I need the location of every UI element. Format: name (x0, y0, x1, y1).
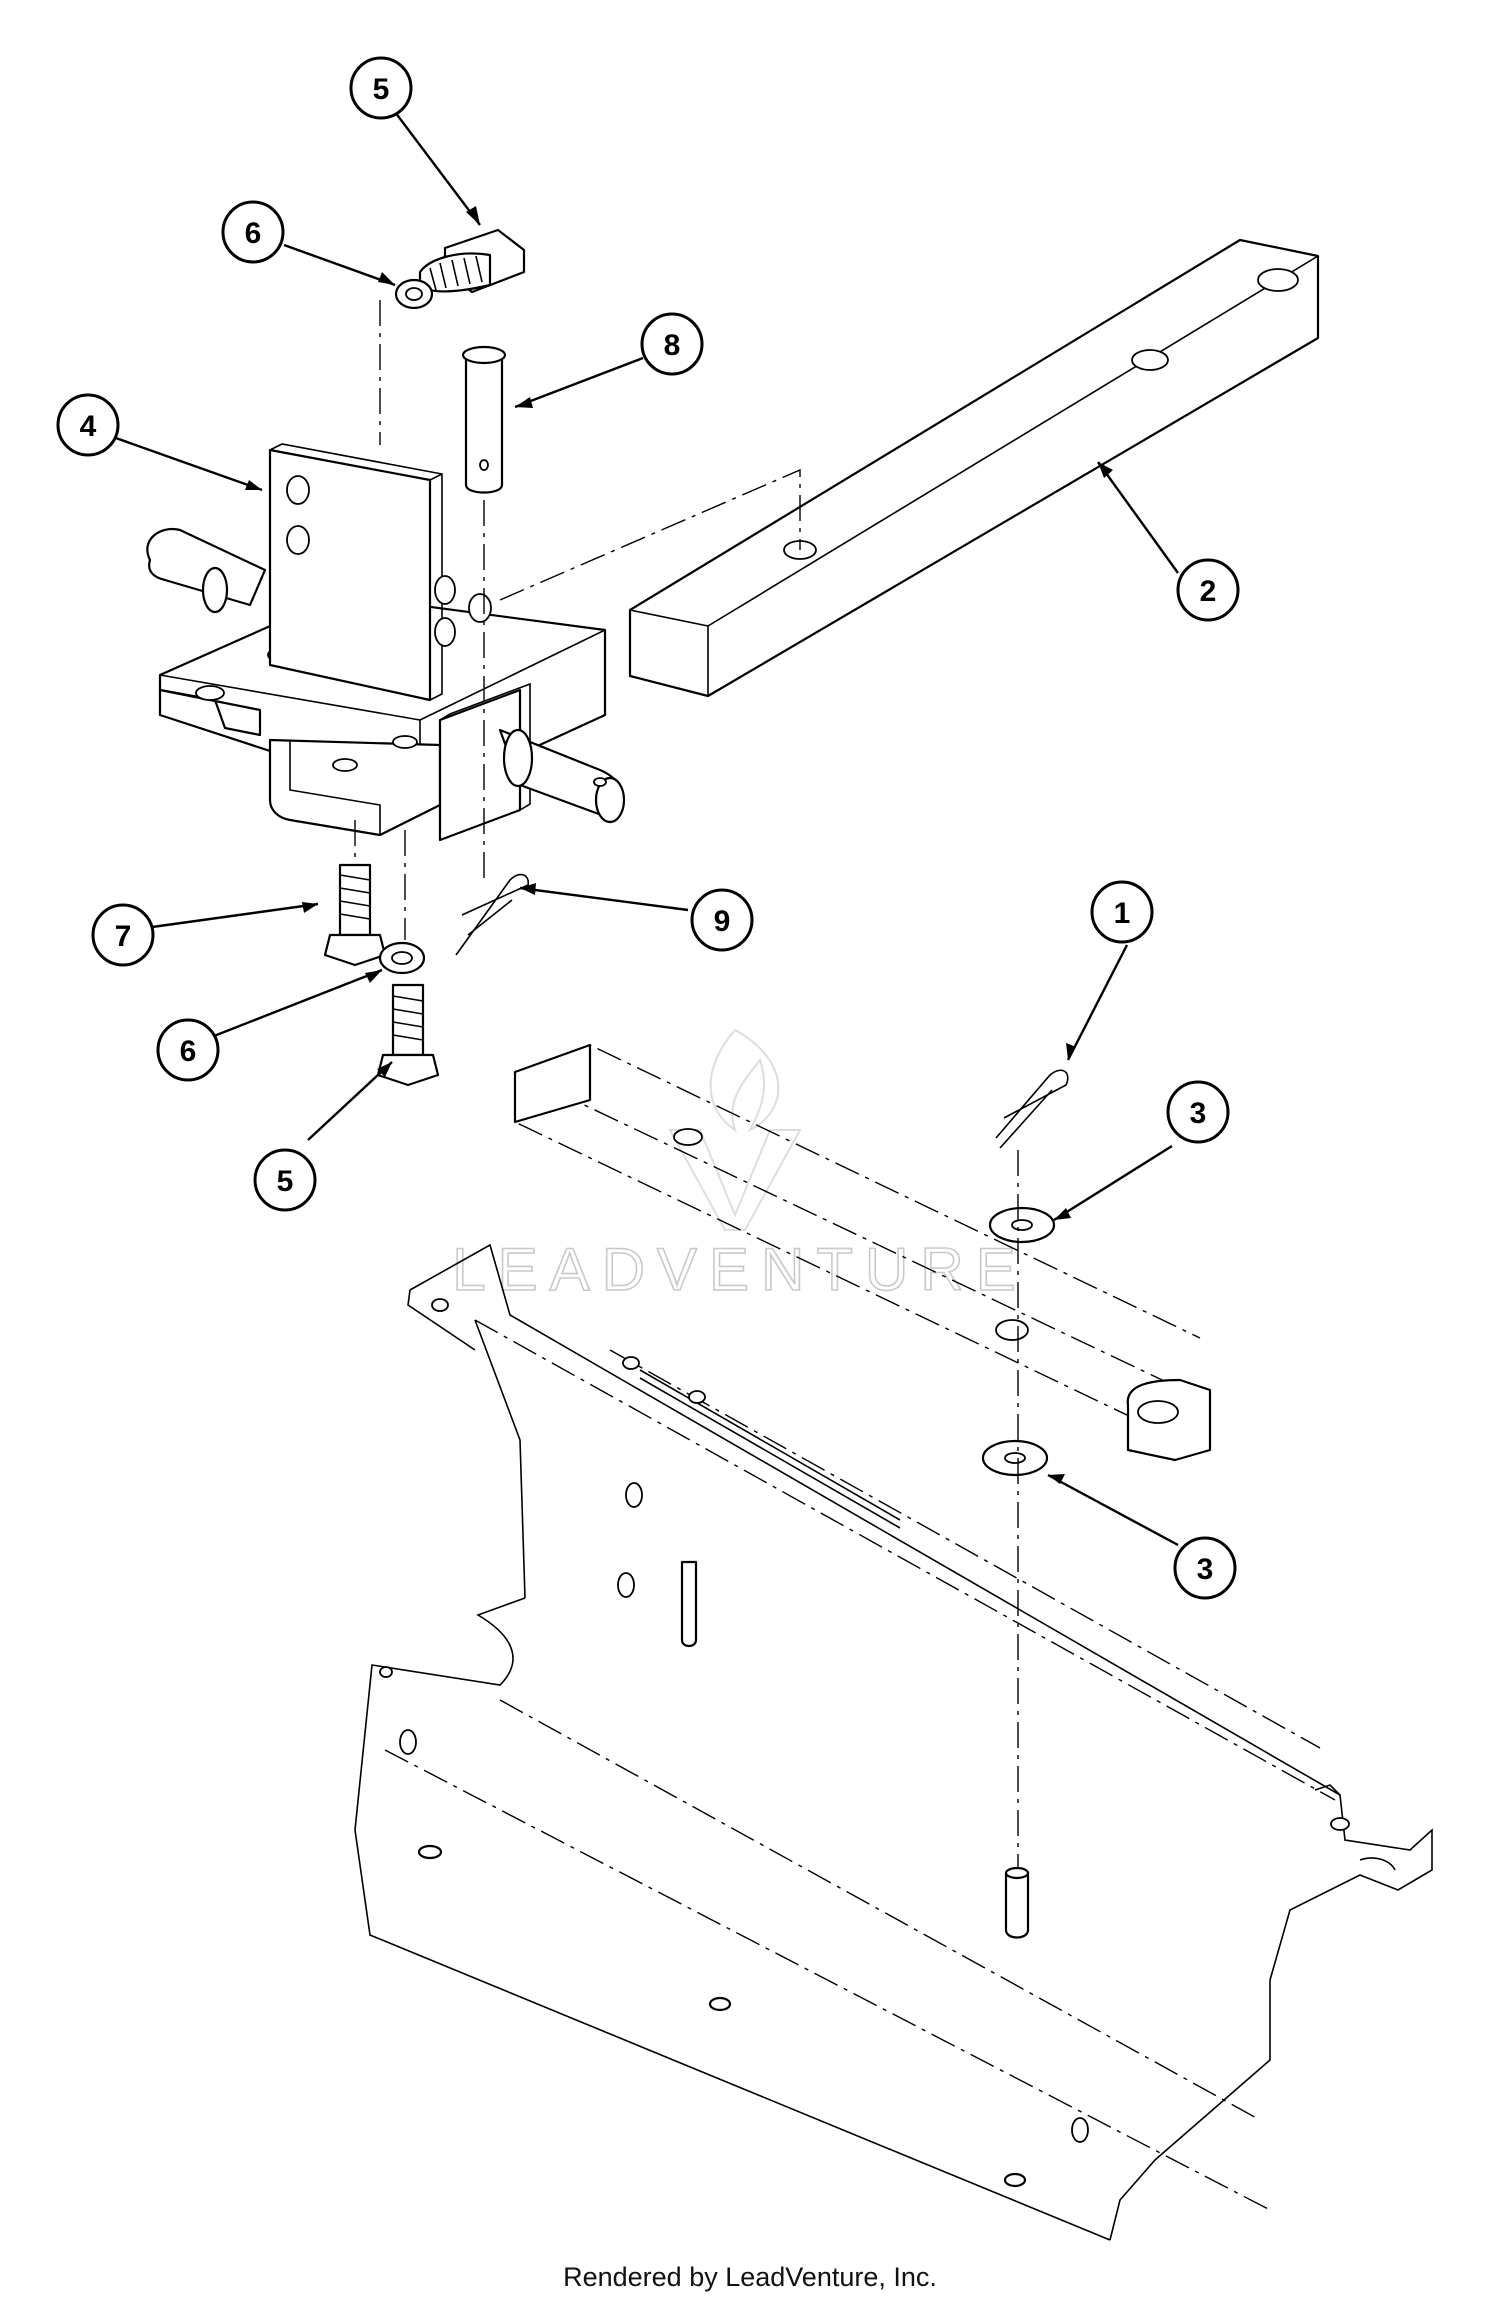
callout-3-bottom: 3 (1173, 1536, 1237, 1600)
svg-text:4: 4 (80, 410, 97, 443)
footer-credit: Rendered by LeadVenture, Inc. (563, 2262, 937, 2292)
svg-text:2: 2 (1200, 575, 1217, 608)
tractor-frame (354, 1243, 1433, 2241)
svg-text:3: 3 (1197, 1553, 1214, 1586)
part-5-bolt-top (418, 228, 526, 294)
watermark-logo (668, 1028, 802, 1231)
callout-1: 1 (1090, 880, 1154, 944)
part-3-washer-top (988, 1206, 1056, 1244)
svg-text:3: 3 (1190, 1097, 1207, 1130)
callout-6-lower: 6 (156, 1018, 220, 1082)
part-9-hair-pin (455, 873, 530, 956)
callout-5-lower: 5 (253, 1148, 317, 1212)
svg-text:5: 5 (277, 1165, 294, 1198)
callout-2: 2 (1176, 558, 1240, 622)
lower-drawbar (513, 1043, 1212, 1462)
leader-lines (112, 111, 1179, 1547)
callout-9: 9 (690, 888, 754, 952)
callout-8: 8 (640, 312, 704, 376)
part-8-clevis-pin (461, 345, 507, 880)
svg-text:7: 7 (115, 920, 132, 953)
part-6-washer-lower (378, 830, 426, 975)
part-1-hair-pin (995, 1069, 1069, 1149)
svg-text:5: 5 (373, 73, 390, 106)
callout-4: 4 (56, 393, 120, 457)
svg-text:1: 1 (1114, 897, 1131, 930)
callout-3-top: 3 (1166, 1080, 1230, 1144)
part-2-drawbar (499, 238, 1320, 698)
part-3-washer-bottom (981, 1439, 1049, 1477)
part-5-bolt-lower (376, 983, 440, 1087)
svg-text:6: 6 (245, 217, 262, 250)
callout-5-top: 5 (349, 56, 413, 120)
part-7-bolt (323, 820, 387, 967)
watermark-text: LEADVENTURE (452, 1236, 1027, 1303)
part-6-washer-top (379, 278, 434, 445)
svg-text:6: 6 (180, 1035, 197, 1068)
callout-6-top: 6 (221, 200, 285, 264)
part-4-hitch-bracket (146, 443, 626, 842)
svg-text:8: 8 (664, 329, 681, 362)
svg-text:9: 9 (714, 905, 731, 938)
callout-7: 7 (91, 903, 155, 967)
